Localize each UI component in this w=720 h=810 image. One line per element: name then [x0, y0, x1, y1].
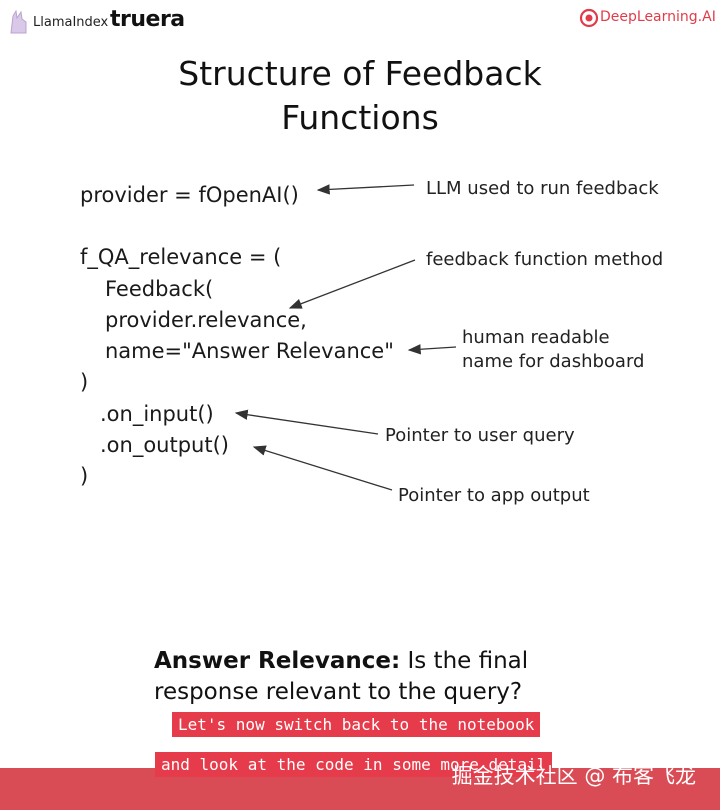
code-line-on-input: .on_input()	[100, 402, 214, 426]
annotation-input: Pointer to user query	[385, 425, 575, 446]
annotation-llm: LLM used to run feedback	[426, 178, 659, 199]
arrow-method	[288, 259, 416, 309]
annotation-output: Pointer to app output	[398, 485, 590, 506]
code-line-provider-relevance: provider.relevance,	[105, 308, 307, 332]
arrow-input	[234, 409, 379, 435]
code-line-close-paren-2: )	[80, 464, 89, 488]
llamaindex-logo-text: LlamaIndex	[33, 15, 109, 30]
annotation-method: feedback function method	[426, 249, 664, 270]
code-line-f-qa-relevance: f_QA_relevance = (	[80, 245, 282, 269]
title-line-2: Functions	[281, 98, 439, 137]
answer-relevance-question: Answer Relevance: Is the final response …	[154, 646, 574, 708]
qa-text-line-2: response relevant to the query?	[154, 679, 523, 705]
subtitle-line-2: and look at the code in some more detail	[155, 752, 553, 777]
title-line-1: Structure of Feedback	[178, 54, 542, 93]
watermark-text: 掘金技术社区 @ 布客飞龙	[451, 764, 696, 788]
code-line-name: name="Answer Relevance"	[105, 339, 394, 363]
arrow-name	[407, 344, 457, 355]
annotation-name-line-2: name for dashboard	[462, 351, 645, 372]
code-line-close-paren-1: )	[80, 370, 89, 394]
code-line-on-output: .on_output()	[100, 433, 229, 457]
qa-text-line-1: Is the final	[400, 648, 529, 674]
code-line-feedback: Feedback(	[105, 277, 214, 301]
deeplearning-logo-icon	[579, 8, 599, 28]
truera-logo-text: truera	[110, 7, 185, 32]
deeplearning-logo-text: DeepLearning.AI	[600, 9, 716, 25]
subtitle-line-1: Let's now switch back to the notebook	[172, 712, 541, 737]
code-line-provider: provider = fOpenAI()	[80, 183, 299, 207]
annotation-name-line-1: human readable	[462, 327, 610, 348]
slide-title: Structure of Feedback Functions	[0, 52, 720, 140]
arrow-llm	[316, 184, 415, 195]
qa-term: Answer Relevance:	[154, 648, 401, 674]
arrow-output	[252, 445, 393, 491]
llama-logo-icon	[10, 10, 27, 34]
